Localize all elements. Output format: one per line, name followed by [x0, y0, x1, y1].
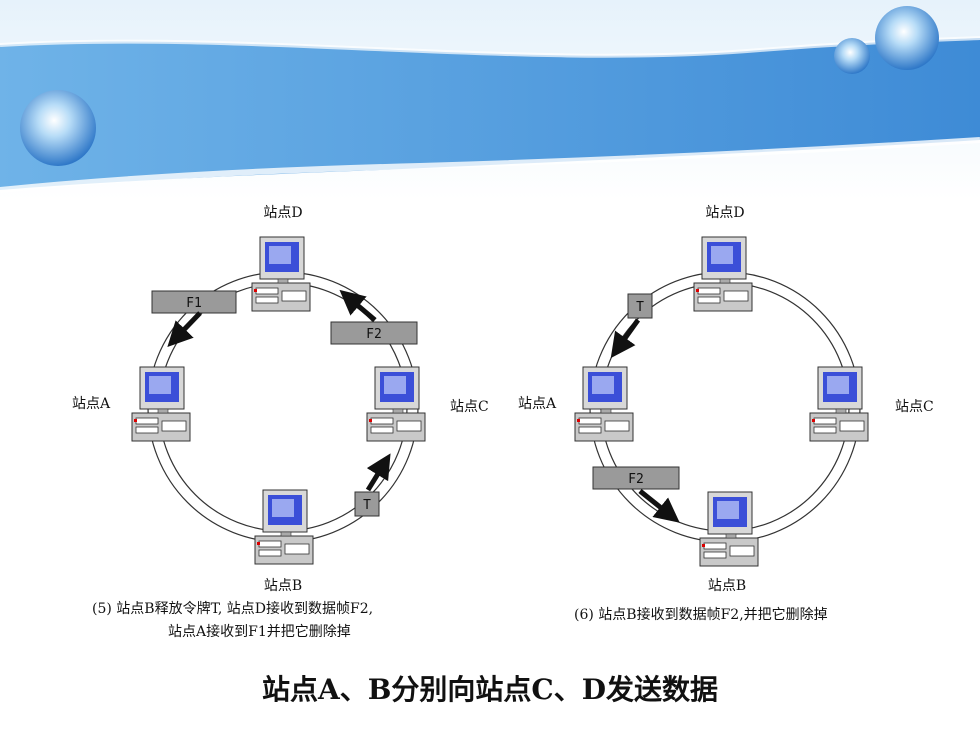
arrow-icon [365, 453, 391, 492]
station-label-bottom: 站点B [708, 578, 746, 594]
caption-left-line2: 站点A接收到F1并把它删除掉 [168, 624, 351, 640]
station-label-right: 站点C [895, 399, 934, 415]
computer-icon [131, 366, 191, 442]
station-label-right: 站点C [450, 399, 489, 415]
right-ring-diagram: 站点D 站点A 站点C 站点B T F2 [518, 205, 934, 594]
caption-right: (6) 站点B接收到数据帧F2,并把它删除掉 [574, 607, 828, 623]
station-label-left: 站点A [518, 396, 557, 412]
station-label-top: 站点D [263, 205, 302, 221]
orb-decoration [834, 38, 870, 74]
station-label-left: 站点A [72, 396, 111, 412]
computer-icon [254, 489, 314, 565]
arrow-icon [610, 318, 641, 359]
frame-box-f2 [592, 466, 680, 490]
station-label-top: 站点D [705, 205, 744, 221]
arrow-icon [638, 489, 680, 523]
frame-box-label: F1 [186, 296, 202, 311]
token-box-label: T [636, 300, 644, 315]
computer-icon [809, 366, 869, 442]
frame-box-f1 [151, 290, 237, 314]
orb-decoration [875, 6, 939, 70]
frame-box-label: F2 [628, 472, 644, 487]
frame-box-label: F2 [366, 327, 382, 342]
token-box-label: T [363, 498, 371, 513]
computer-icon [251, 236, 311, 312]
computer-icon [693, 236, 753, 312]
orb-decoration [20, 90, 96, 166]
header-banner [0, 0, 980, 200]
page-title: 站点A、B分别向站点C、D发送数据 [262, 673, 718, 706]
token-box-t [627, 293, 653, 319]
left-ring-diagram: 站点D 站点A 站点C 站点B F1 F2 T [72, 205, 489, 594]
station-label-bottom: 站点B [264, 578, 302, 594]
arrow-icon [167, 311, 202, 348]
caption-left-line1: (5) 站点B释放令牌T, 站点D接收到数据帧F2, [92, 601, 374, 617]
computer-icon [699, 491, 759, 567]
computer-icon [366, 366, 426, 442]
token-box-t [354, 491, 380, 517]
frame-box-f2 [330, 321, 418, 345]
arrow-icon [339, 289, 377, 322]
computer-icon [574, 366, 634, 442]
